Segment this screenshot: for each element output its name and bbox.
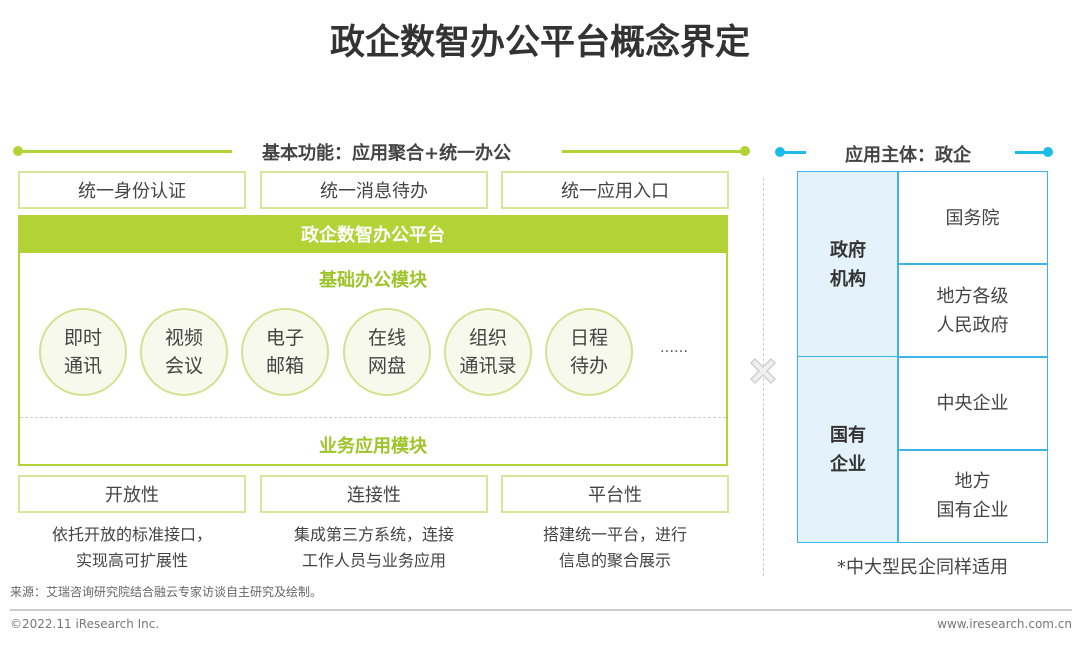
- desc-line: 实现高可扩展性: [75, 551, 188, 570]
- attribute-box: 开放性: [18, 475, 246, 513]
- circle-line: 视频: [164, 327, 203, 349]
- feature-box: 统一身份认证: [18, 171, 246, 209]
- module-circle: 电子邮箱: [241, 308, 329, 396]
- circle-line: 网盘: [367, 355, 406, 377]
- multiply-icon: [749, 357, 777, 385]
- feature-box: 统一消息待办: [260, 171, 488, 209]
- vertical-divider: [763, 178, 764, 576]
- circle-line: 通讯录: [459, 355, 517, 377]
- source: 来源：艾瑞咨询研究院结合融云专家访谈自主研究及绘制。: [10, 585, 323, 599]
- desc-line: 集成第三方系统，连接: [293, 525, 454, 544]
- circle-line: 邮箱: [265, 355, 304, 377]
- platform-box: [18, 253, 728, 466]
- circle-line: 会议: [164, 355, 203, 377]
- circle-line: 电子: [265, 327, 304, 349]
- group-gov: 政府机构: [797, 171, 899, 358]
- circle-line: 在线: [367, 327, 406, 349]
- header-dot: [740, 146, 750, 156]
- circle-line: 通讯: [63, 355, 102, 377]
- header-line: [562, 150, 745, 153]
- circle-line: 待办: [569, 355, 608, 377]
- desc-line: 工作人员与业务应用: [301, 551, 446, 570]
- desc-line: 依托开放的标准接口，: [51, 525, 212, 544]
- ellipsis: ……: [660, 340, 688, 356]
- module-circle: 组织通讯录: [444, 308, 532, 396]
- table-cell: 地方国有企业: [897, 449, 1048, 543]
- cell-text: 国有企业: [936, 500, 1009, 521]
- attribute-description: 依托开放的标准接口， 实现高可扩展性: [18, 522, 246, 574]
- note: *中大型民企同样适用: [837, 557, 1008, 578]
- module-circle: 视频会议: [140, 308, 228, 396]
- cell-text: 人民政府: [936, 314, 1009, 336]
- website: www.iresearch.com.cn: [937, 617, 1072, 631]
- circle-line: 即时: [63, 327, 102, 349]
- module-circle: 日程待办: [545, 308, 633, 396]
- header-dot: [1043, 147, 1053, 157]
- desc-line: 信息的聚合展示: [558, 551, 671, 570]
- desc-line: 搭建统一平台，进行: [542, 525, 687, 544]
- attribute-box: 连接性: [260, 475, 488, 513]
- right-header: 应用主体：政企: [845, 145, 971, 166]
- platform-bar: 政企数智办公平台: [18, 215, 728, 253]
- cell-text: 中央企业: [936, 393, 1009, 414]
- group-label: 企业: [830, 453, 866, 475]
- cell-text: 地方各级: [936, 285, 1009, 307]
- header-line: [1015, 151, 1048, 154]
- attribute-description: 搭建统一平台，进行信息的聚合展示: [501, 522, 729, 574]
- table-cell: 地方各级人民政府: [897, 263, 1048, 358]
- header-line: [18, 150, 232, 153]
- footer-divider: [10, 609, 1072, 611]
- copyright: ©2022.11 iResearch Inc.: [10, 617, 160, 631]
- header-line: [780, 151, 806, 154]
- group-label: 政府: [830, 239, 866, 261]
- attribute-description: 集成第三方系统，连接工作人员与业务应用: [260, 522, 488, 574]
- cell-text: 国务院: [945, 207, 1000, 229]
- circle-line: 日程: [569, 327, 608, 349]
- group-label: 国有: [830, 424, 866, 446]
- group-soe: 国有企业: [797, 356, 899, 543]
- business-module-title: 业务应用模块: [319, 436, 427, 457]
- attribute-box: 平台性: [501, 475, 729, 513]
- basic-module-title: 基础办公模块: [319, 270, 427, 291]
- table-cell: 中央企业: [897, 356, 1048, 451]
- module-circle: 在线网盘: [343, 308, 431, 396]
- left-header: 基本功能：应用聚合+统一办公: [262, 143, 512, 164]
- circle-line: 组织: [468, 327, 507, 349]
- table-cell: 国务院: [897, 171, 1048, 265]
- module-circle: 即时通讯: [39, 308, 127, 396]
- group-label: 机构: [830, 268, 866, 290]
- feature-box: 统一应用入口: [501, 171, 729, 209]
- page-title: 政企数智办公平台概念界定: [329, 23, 750, 63]
- cell-text: 地方: [954, 471, 991, 492]
- divider: [20, 417, 726, 418]
